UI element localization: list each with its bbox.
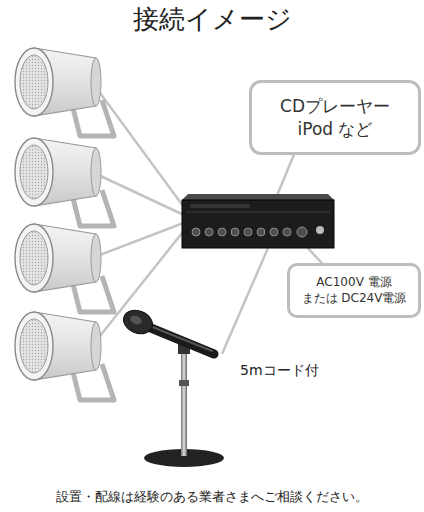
microphone-stand: [120, 306, 224, 467]
cord-label: 5mコード付: [240, 362, 319, 380]
box-text: CDプレーヤー iPod など: [264, 95, 406, 139]
horn-speaker: [15, 48, 114, 400]
amplifier: [182, 194, 334, 248]
callout-box: AC100V 電源 または DC24V電源: [287, 263, 421, 318]
caption: 設置・配線は経験のある業者さまへご相談ください。: [4, 488, 420, 506]
box-text: AC100V 電源 または DC24V電源: [298, 275, 410, 306]
title: 接続イメージ: [0, 2, 424, 37]
callout-box: CDプレーヤー iPod など: [249, 80, 421, 155]
